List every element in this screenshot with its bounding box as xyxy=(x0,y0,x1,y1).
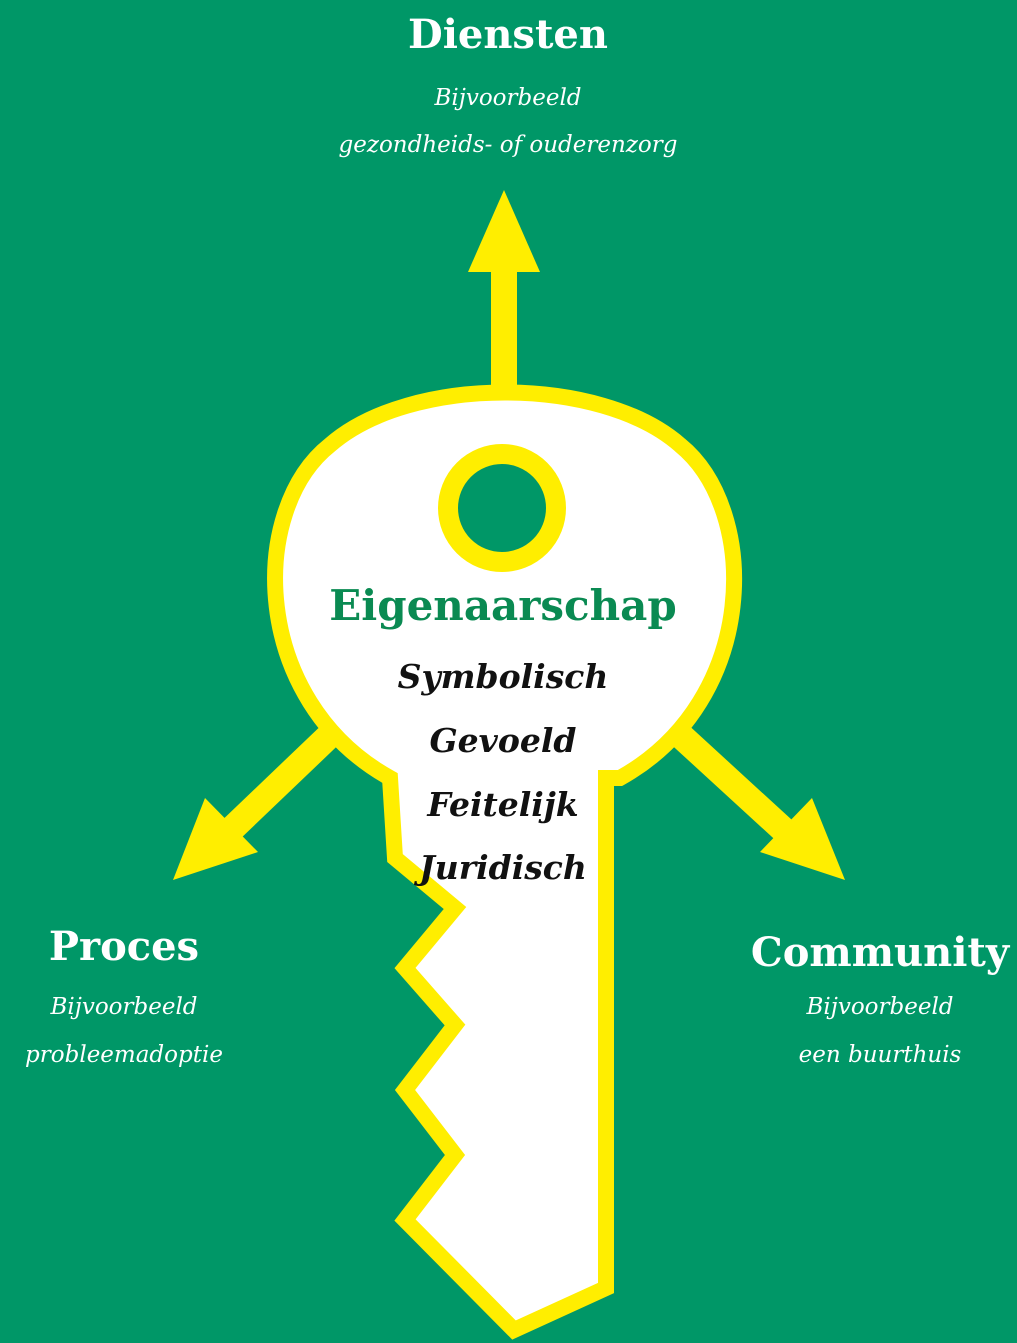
top-sub-line2: gezondheids- of ouderenzorg xyxy=(339,132,678,158)
right-sub-line1: Bijvoorbeeld xyxy=(805,994,953,1020)
arrow-down-right-icon xyxy=(671,725,845,880)
top-sub-line1: Bijvoorbeeld xyxy=(433,85,581,111)
key-icon xyxy=(267,384,742,1340)
arrow-down-left-icon xyxy=(173,725,339,880)
key-hole-ring xyxy=(438,444,566,572)
top-title: Diensten xyxy=(408,11,608,58)
right-sub-line2: een buurthuis xyxy=(799,1042,962,1068)
center-title: Eigenaarschap xyxy=(329,581,676,630)
arrow-up-icon xyxy=(468,190,540,395)
left-title: Proces xyxy=(49,923,199,970)
kind-item: Feitelijk xyxy=(426,785,578,824)
kind-item: Gevoeld xyxy=(430,721,577,760)
kind-item: Juridisch xyxy=(413,848,587,887)
left-sub-line1: Bijvoorbeeld xyxy=(49,994,197,1020)
right-title: Community xyxy=(751,929,1011,976)
kind-item: Symbolisch xyxy=(398,657,609,696)
left-sub-line2: probleemadoptie xyxy=(25,1042,223,1068)
